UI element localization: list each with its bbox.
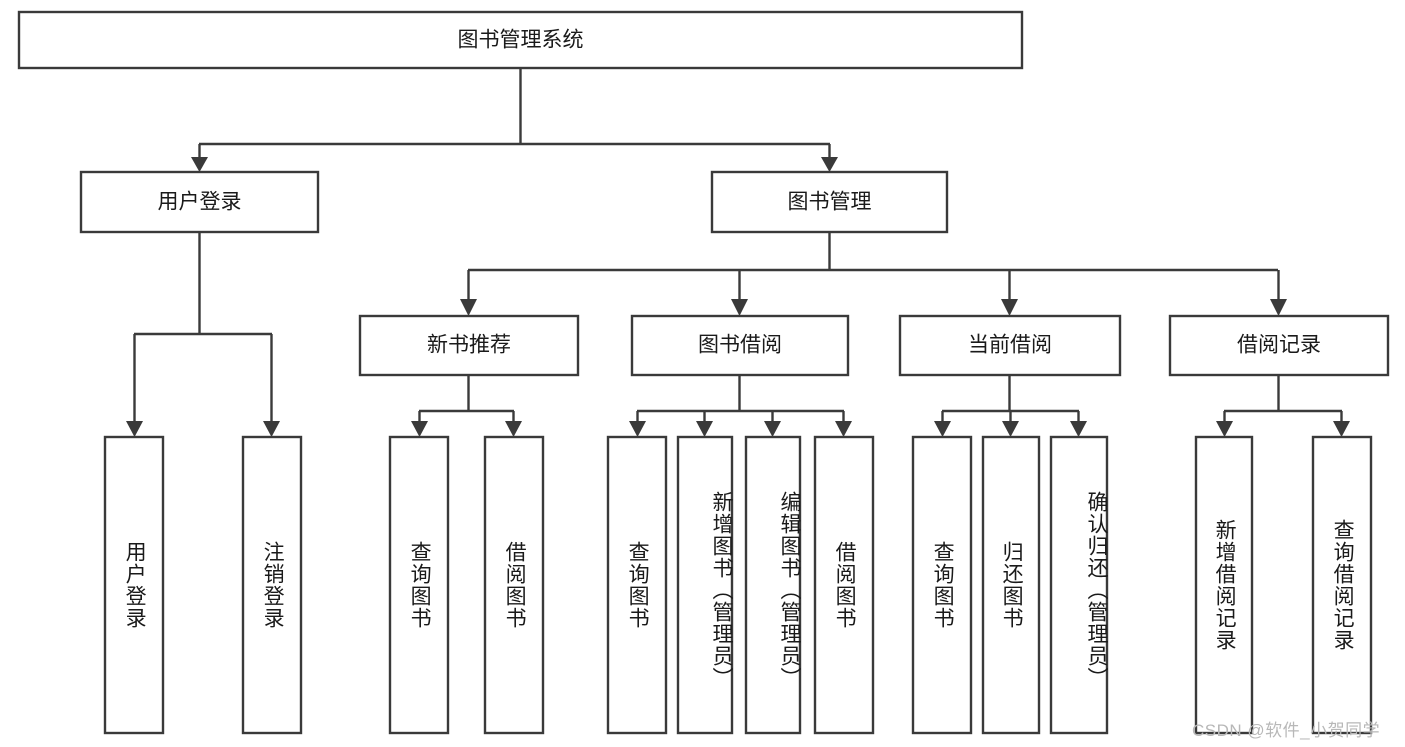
node-box-user-logout[interactable]	[241, 435, 303, 735]
node-label-root: 图书管理系统	[458, 29, 584, 52]
arrow-to-nbr-borrow-book	[505, 421, 522, 437]
node-box-br-query-record[interactable]	[1311, 435, 1373, 735]
arrow-to-cb-confirm-return	[1070, 421, 1087, 437]
arrow-to-user-login	[191, 157, 208, 172]
node-box-user-login[interactable]	[79, 170, 320, 234]
arrow-to-current-borrow	[1001, 299, 1018, 316]
node-box-bb-edit-book[interactable]	[744, 435, 802, 735]
arrow-to-bb-edit-book	[764, 421, 781, 437]
arrow-to-book-manage	[821, 157, 838, 172]
arrow-to-bb-add-book	[696, 421, 713, 437]
connector-group-user-login-children	[126, 232, 280, 437]
node-box-br-add-record[interactable]	[1194, 435, 1254, 735]
node-box-current-borrow[interactable]	[898, 314, 1122, 377]
arrow-to-book-borrow	[731, 299, 748, 316]
arrow-to-bb-query-book	[629, 421, 646, 437]
node-label-book-borrow: 图书借阅	[698, 334, 782, 357]
node-label-borrow-record: 借阅记录	[1237, 334, 1321, 357]
node-box-cb-confirm-return[interactable]	[1049, 435, 1109, 735]
arrow-to-bb-borrow-book	[835, 421, 852, 437]
node-label-new-book-recommend: 新书推荐	[427, 334, 511, 357]
node-label-current-borrow: 当前借阅	[968, 334, 1052, 357]
csdn-watermark: CSDN @软件_小贺同学	[1192, 721, 1381, 740]
arrow-to-cb-query-book	[934, 421, 951, 437]
node-box-root[interactable]	[17, 10, 1024, 70]
node-box-user-login-do[interactable]	[103, 435, 165, 735]
arrow-to-br-add-record	[1216, 421, 1233, 437]
connector-group-book-manage-children	[460, 232, 1287, 316]
node-label-user-login: 用户登录	[158, 191, 242, 214]
node-box-book-manage[interactable]	[710, 170, 949, 234]
arrow-to-br-query-record	[1333, 421, 1350, 437]
node-box-new-book-recommend[interactable]	[358, 314, 580, 377]
connector-group-root-to-level2	[191, 68, 838, 172]
node-box-bb-borrow-book[interactable]	[813, 435, 875, 735]
node-box-book-borrow[interactable]	[630, 314, 850, 377]
arrow-to-user-logout	[263, 421, 280, 437]
node-box-bb-query-book[interactable]	[606, 435, 668, 735]
arrow-to-user-login-do	[126, 421, 143, 437]
connector-group-book-borrow-children	[629, 375, 852, 437]
node-box-cb-query-book[interactable]	[911, 435, 973, 735]
connector-group-new-book-recommend-children	[411, 375, 522, 437]
arrow-to-borrow-record	[1270, 299, 1287, 316]
node-box-nbr-borrow-book[interactable]	[483, 435, 545, 735]
node-box-bb-add-book[interactable]	[676, 435, 734, 735]
arrow-to-nbr-query-book	[411, 421, 428, 437]
node-label-book-manage: 图书管理	[788, 191, 872, 214]
connector-group-borrow-record-children	[1216, 375, 1350, 437]
node-box-cb-return-book[interactable]	[981, 435, 1041, 735]
arrow-to-new-book-recommend	[460, 299, 477, 316]
node-box-borrow-record[interactable]	[1168, 314, 1390, 377]
arrow-to-cb-return-book	[1002, 421, 1019, 437]
node-box-nbr-query-book[interactable]	[388, 435, 450, 735]
connector-group-current-borrow-children	[934, 375, 1087, 437]
